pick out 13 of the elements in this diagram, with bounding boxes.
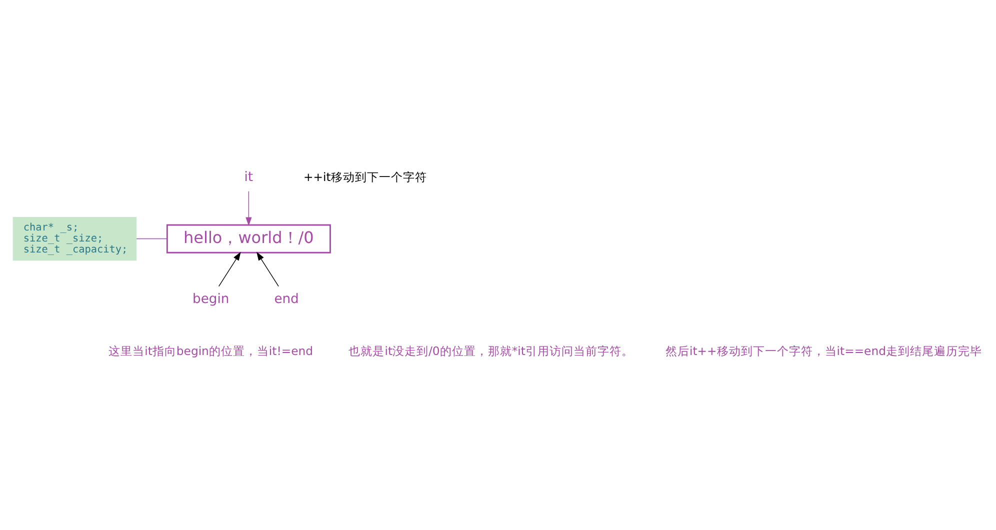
node-box: hello，world！/0 bbox=[166, 224, 331, 254]
node-text: begin bbox=[192, 292, 230, 307]
label: 然后it++移动到下一个字符，当it==end走到结尾遍历完毕 bbox=[666, 344, 982, 358]
label: 这里当it指向begin的位置，当it!=end bbox=[108, 344, 314, 358]
connector bbox=[136, 238, 168, 240]
node-text: it bbox=[244, 170, 254, 186]
arrow bbox=[256, 252, 279, 287]
label: 也就是it没走到/0的位置，那就*it引用访问当前字符。 bbox=[348, 344, 634, 358]
label: ++it移动到下一个字符 bbox=[304, 170, 427, 184]
node-text: end bbox=[274, 292, 299, 307]
arrow bbox=[218, 252, 241, 287]
node-box: char* _s; size_t _size; size_t _capacity; bbox=[12, 216, 137, 261]
arrow bbox=[246, 190, 252, 226]
